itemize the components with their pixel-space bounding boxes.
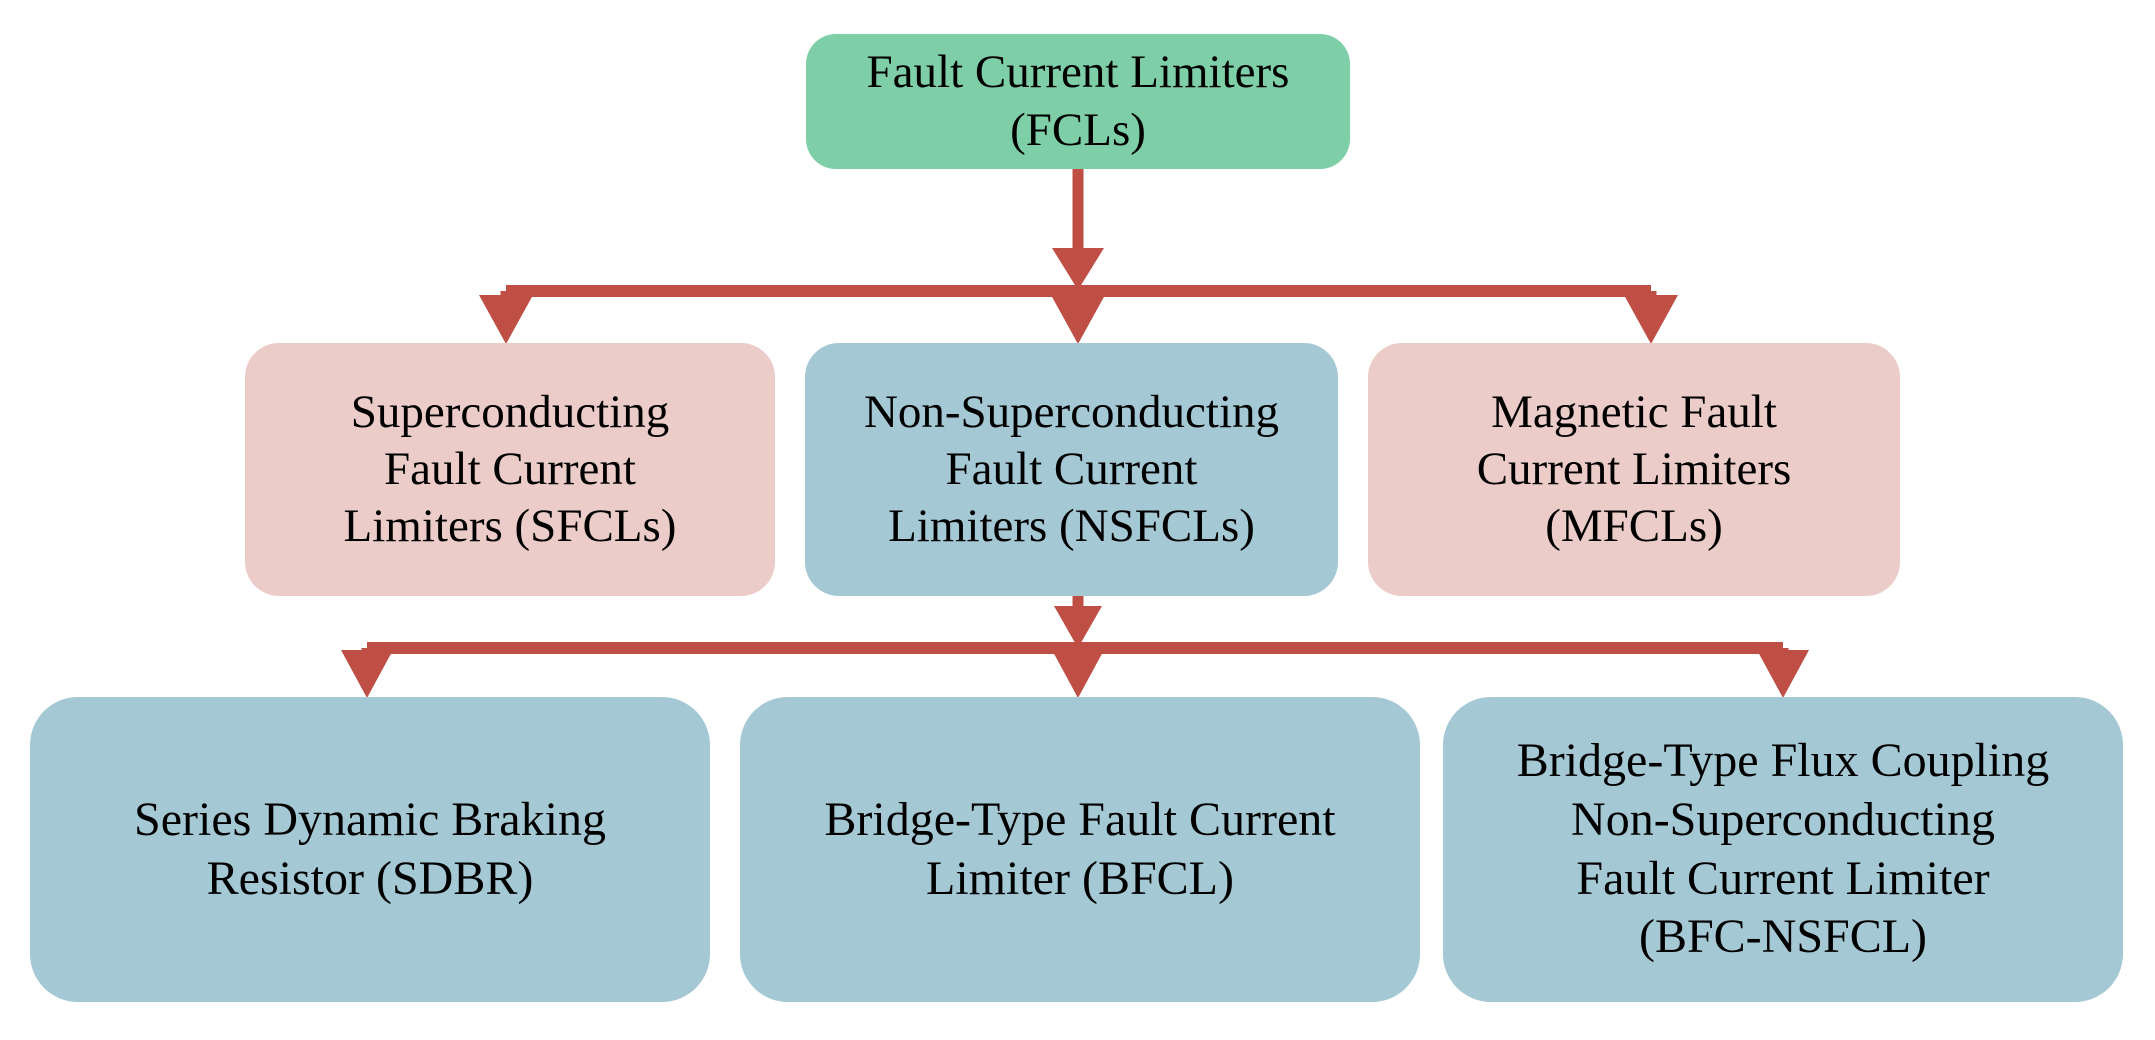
edge-root-stem-arrowhead	[1052, 248, 1104, 290]
node-series-dynamic-braking-resistor[interactable]: Series Dynamic Braking Resistor (SDBR)	[30, 697, 710, 1002]
edge-nsfcl-to-bfcl-arrowhead	[1052, 650, 1104, 698]
edge-nsfcl-stem-arrowhead	[1054, 606, 1102, 648]
edge-nsfcl-to-bfcnsfcl-arrowhead	[1757, 650, 1809, 698]
node-non-superconducting-fault-current-limiters[interactable]: Non-Superconducting Fault Current Limite…	[805, 343, 1338, 596]
edge-group-nsfcl-to-level3	[341, 596, 1809, 698]
edge-root-to-mfcl-arrowhead	[1624, 295, 1678, 344]
node-bridge-type-fault-current-limiter[interactable]: Bridge-Type Fault Current Limiter (BFCL)	[740, 697, 1420, 1002]
node-superconducting-fault-current-limiters[interactable]: Superconducting Fault Current Limiters (…	[245, 343, 775, 596]
node-label: Series Dynamic Braking Resistor (SDBR)	[134, 792, 606, 905]
node-fault-current-limiters[interactable]: Fault Current Limiters (FCLs)	[806, 34, 1350, 169]
node-magnetic-fault-current-limiters[interactable]: Magnetic Fault Current Limiters (MFCLs)	[1368, 343, 1900, 596]
edge-root-to-nsfcl-arrowhead	[1051, 295, 1105, 344]
node-label: Superconducting Fault Current Limiters (…	[343, 385, 677, 553]
edge-group-root-to-level2	[479, 168, 1678, 344]
node-label: Fault Current Limiters (FCLs)	[866, 46, 1290, 156]
node-label: Magnetic Fault Current Limiters (MFCLs)	[1476, 385, 1792, 553]
node-label: Bridge-Type Flux Coupling Non-Supercondu…	[1516, 734, 2050, 964]
node-bridge-type-flux-coupling-non-superconducting-fault-current-limiter[interactable]: Bridge-Type Flux Coupling Non-Supercondu…	[1443, 697, 2123, 1002]
node-label: Bridge-Type Fault Current Limiter (BFCL)	[824, 792, 1336, 905]
edge-root-to-sfcl-arrowhead	[479, 295, 533, 344]
edge-nsfcl-to-sdbr-arrowhead	[341, 650, 393, 698]
node-label: Non-Superconducting Fault Current Limite…	[863, 385, 1280, 553]
